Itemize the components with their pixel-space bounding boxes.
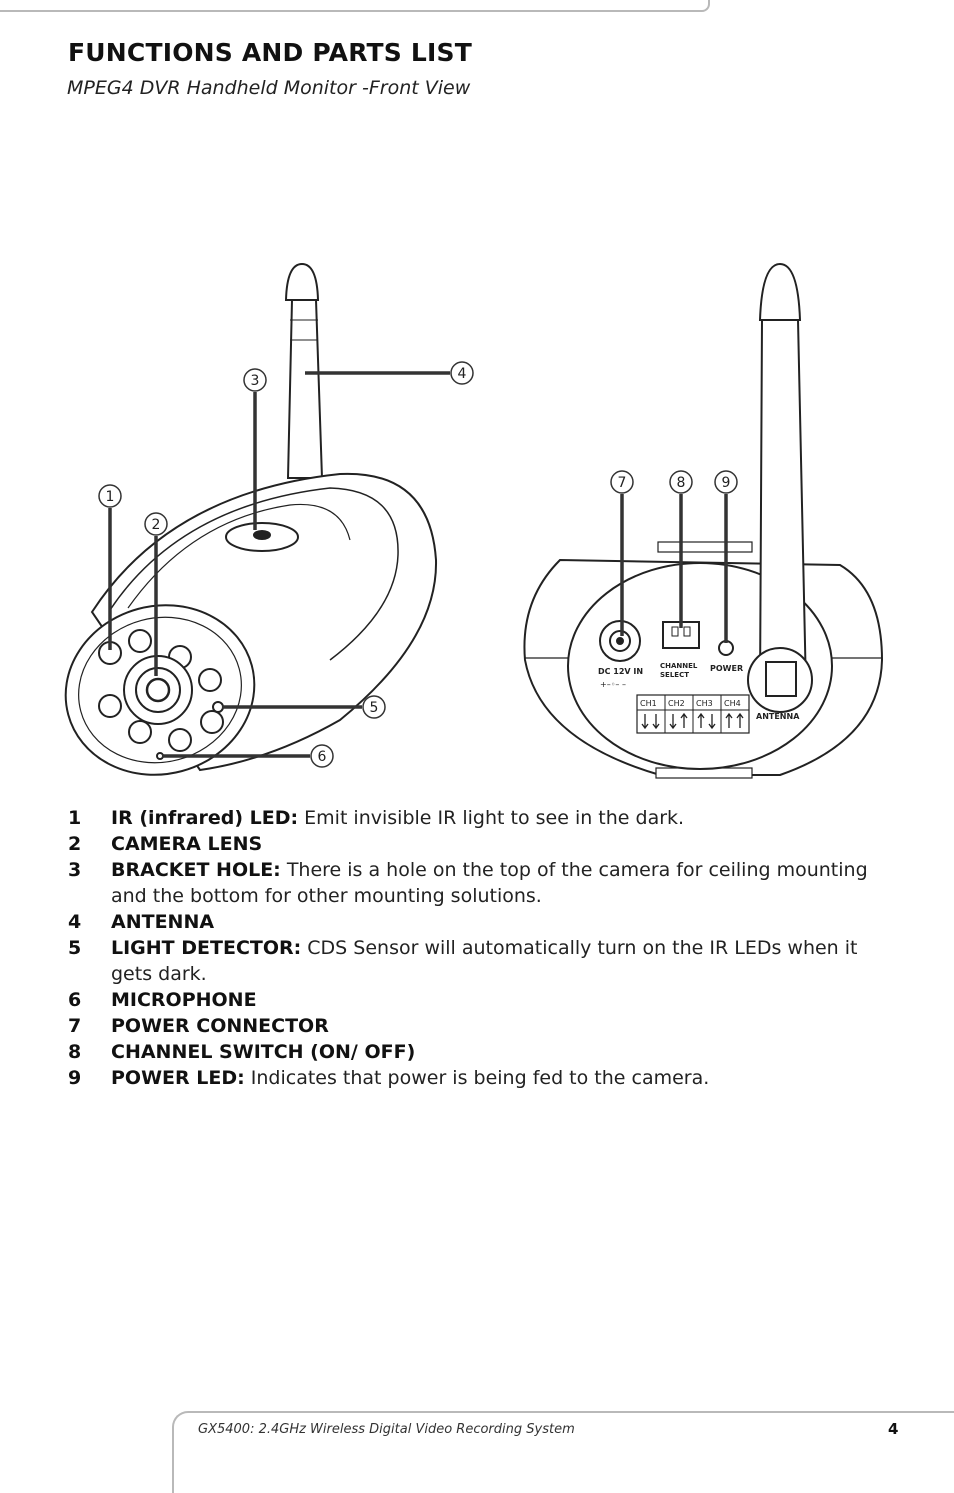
item-number: 1 [68,807,82,829]
list-item: 3 BRACKET HOLE: There is a hole on the to… [68,857,888,909]
item-description: Indicates that power is being fed to the… [244,1067,710,1089]
rear-leader-lines [620,494,728,643]
ch1-label: CH1 [640,699,657,708]
item-number: 7 [68,1015,82,1037]
list-item: 8 CHANNEL SWITCH (ON/ OFF) [68,1039,888,1065]
callout-markers [98,361,738,768]
antenna-label: ANTENNA [756,712,800,721]
footer-frame [172,1411,954,1493]
item-label: CHANNEL SWITCH (ON/ OFF) [111,1041,416,1063]
item-label: MICROPHONE [111,989,257,1011]
callout-numbers: 1 2 3 4 5 6 7 8 9 [106,366,731,765]
power-label: POWER [710,664,743,673]
item-label: BRACKET HOLE: [111,859,281,881]
item-description: Emit invisible IR light to see in the da… [298,807,685,829]
ch4-label: CH4 [724,699,741,708]
list-item: 1 IR (infrared) LED: Emit invisible IR li… [68,805,888,831]
callout-1: 1 [106,489,115,505]
list-item: 5 LIGHT DETECTOR: CDS Sensor will automat… [68,935,888,987]
item-label: LIGHT DETECTOR: [111,937,302,959]
item-number: 6 [68,989,82,1011]
front-leader-lines [108,371,450,758]
list-item: 2 CAMERA LENS [68,831,888,857]
page-subtitle: MPEG4 DVR Handheld Monitor -Front View [67,77,471,99]
page-title: FUNCTIONS AND PARTS LIST [68,38,472,67]
front-camera-illustration [64,262,438,776]
callout-9: 9 [722,475,731,491]
channel-select-label-1: CHANNEL [660,662,698,670]
item-number: 2 [68,833,82,855]
callout-8: 8 [677,475,686,491]
channel-select-label-2: SELECT [660,671,689,679]
channel-dip-arrows [641,712,744,730]
footer-text: GX5400: 2.4GHz Wireless Digital Video Re… [198,1422,575,1437]
item-label: ANTENNA [111,911,215,933]
item-label: IR (infrared) LED: [111,807,299,829]
top-rule [0,0,710,12]
ch3-label: CH3 [696,699,713,708]
ch2-label: CH2 [668,699,685,708]
item-label: POWER LED: [111,1067,245,1089]
item-number: 4 [68,911,82,933]
parts-list: 1 IR (infrared) LED: Emit invisible IR li… [68,805,888,1091]
item-description: There is a hole on the top of the camera… [111,859,868,907]
item-number: 9 [68,1067,82,1089]
list-item: 7 POWER CONNECTOR [68,1013,888,1039]
list-item: 9 POWER LED: Indicates that power is bein… [68,1065,888,1091]
item-number: 5 [68,937,82,959]
callout-7: 7 [618,475,627,491]
list-item: 4 ANTENNA [68,909,888,935]
item-label: POWER CONNECTOR [111,1015,329,1037]
polarity-label: +–◦– – [600,680,626,689]
camera-diagram: DC 12V IN +–◦– – CHANNEL SELECT POWER AN… [64,262,884,779]
callout-5: 5 [370,700,379,716]
callout-4: 4 [458,366,467,382]
item-description: CDS Sensor will automatically turn on th… [111,937,858,985]
callout-3: 3 [251,373,260,389]
page-number: 4 [888,1420,899,1438]
list-item: 6 MICROPHONE [68,987,888,1013]
callout-2: 2 [152,517,161,533]
callout-6: 6 [318,749,327,765]
rear-panel-labels: DC 12V IN +–◦– – CHANNEL SELECT POWER AN… [598,662,800,721]
item-number: 8 [68,1041,82,1063]
item-number: 3 [68,859,82,881]
dc-label: DC 12V IN [598,667,643,676]
item-label: CAMERA LENS [111,833,263,855]
rear-camera-illustration [523,262,884,779]
